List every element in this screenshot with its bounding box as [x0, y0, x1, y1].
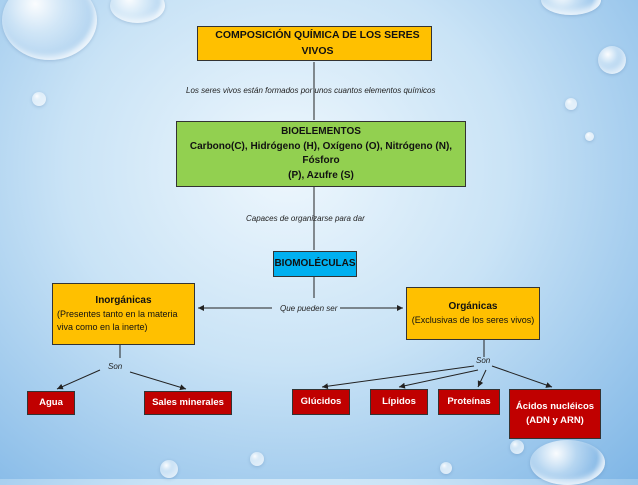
organicas-box: Orgánicas (Exclusivas de los seres vivos…: [406, 287, 540, 340]
leaf-lipidos-label: Lípidos: [382, 396, 416, 408]
water-drop-decoration: [598, 46, 626, 74]
arrow-to-agua: [56, 369, 101, 390]
water-drop-decoration: [160, 460, 178, 478]
organicas-line1: (Exclusivas de los seres vivos): [411, 315, 535, 326]
leaf-acidos-nucleicos: Ácidos nucléicos (ADN y ARN): [509, 389, 601, 439]
link-label-organizarse: Capaces de organizarse para dar: [246, 214, 365, 223]
bioelementos-title: BIOELEMENTOS: [281, 126, 361, 137]
bioelementos-box: BIOELEMENTOS Carbono(C), Hidrógeno (H), …: [176, 121, 466, 187]
biomoleculas-text: BIOMOLÉCULAS: [274, 257, 356, 269]
arrow-to-sales: [129, 371, 187, 391]
water-drop-decoration: [32, 92, 46, 106]
link-label-elementos: Los seres vivos están formados por unos …: [186, 86, 436, 95]
leaf-proteinas: Proteínas: [438, 389, 500, 415]
bioelementos-line2: (P), Azufre (S): [288, 169, 354, 181]
water-drop-decoration: [250, 452, 264, 466]
leaf-proteinas-label: Proteínas: [447, 396, 491, 408]
arrow-to-glucidos: [321, 365, 475, 390]
leaf-glucidos: Glúcidos: [292, 389, 350, 415]
leaf-acidos-line1: Ácidos nucléicos: [515, 401, 595, 413]
leaf-agua-label: Agua: [39, 397, 63, 409]
inorganicas-line2: viva como en la inerte): [57, 322, 148, 333]
inorganicas-line1: (Presentes tanto en la materia: [57, 309, 178, 320]
son-label-right: Son: [476, 356, 491, 365]
water-drop-decoration: [440, 462, 452, 474]
inorganicas-title: Inorgánicas: [95, 294, 152, 306]
bioelementos-line1: Carbono(C), Hidrógeno (H), Oxígeno (O), …: [189, 140, 453, 167]
water-drop-decoration: [510, 440, 524, 454]
water-drop-decoration: [565, 98, 577, 110]
water-drop-decoration: [110, 0, 165, 23]
title-text: COMPOSICIÓN QUÍMICA DE LOS SERES VIVOS: [215, 29, 420, 57]
arrow-to-acidos: [491, 365, 553, 388]
son-label-left: Son: [108, 362, 123, 371]
water-drop-decoration: [541, 0, 601, 15]
title-box: COMPOSICIÓN QUÍMICA DE LOS SERES VIVOS: [197, 26, 432, 61]
organicas-title: Orgánicas: [448, 300, 498, 312]
leaf-agua: Agua: [27, 391, 75, 415]
leaf-sales-label: Sales minerales: [152, 397, 224, 409]
inorganicas-box: Inorgánicas (Presentes tanto en la mater…: [52, 283, 195, 345]
arrow-to-lipidos: [398, 369, 479, 389]
biomoleculas-box: BIOMOLÉCULAS: [273, 251, 357, 277]
water-drop-decoration: [585, 132, 594, 141]
water-drop-decoration: [530, 440, 605, 485]
leaf-acidos-line2: (ADN y ARN): [526, 415, 584, 426]
leaf-sales-minerales: Sales minerales: [144, 391, 232, 415]
link-label-pueden-ser: Que pueden ser: [280, 304, 338, 313]
leaf-glucidos-label: Glúcidos: [300, 396, 342, 408]
leaf-lipidos: Lípidos: [370, 389, 428, 415]
arrow-to-proteinas: [477, 369, 487, 388]
